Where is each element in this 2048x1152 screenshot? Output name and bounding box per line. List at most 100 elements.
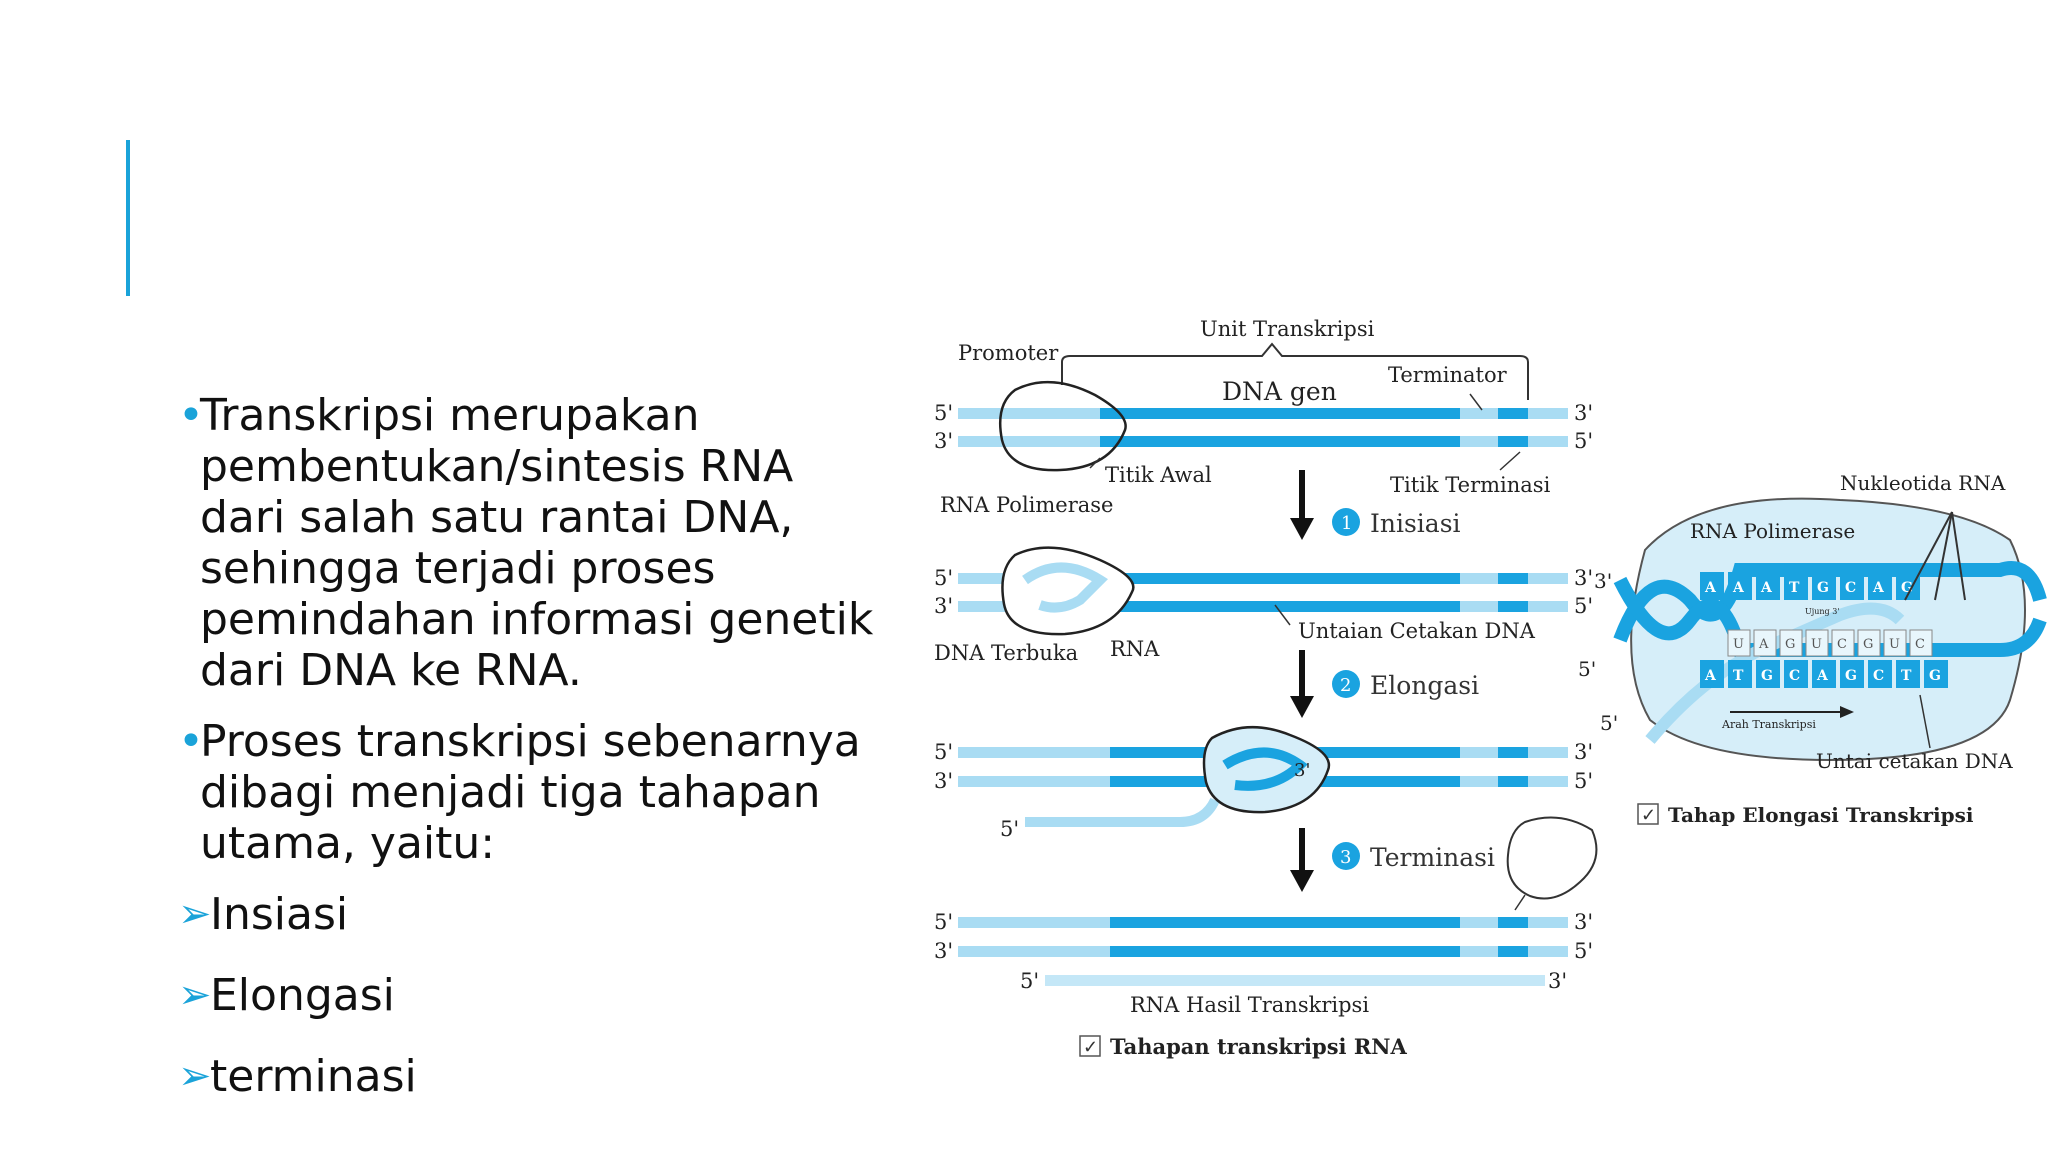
label-rna-hasil: RNA Hasil Transkripsi (1130, 993, 1369, 1017)
svg-text:C: C (1837, 637, 1847, 652)
label-5prime: 5' (934, 401, 953, 425)
step1-badge (1332, 508, 1360, 536)
svg-text:G: G (1761, 668, 1773, 684)
label-3prime: 3' (1574, 910, 1593, 934)
rna-bases: U A G U C G U C (1727, 629, 1933, 657)
svg-text:✓: ✓ (1641, 805, 1656, 826)
label-promoter: Promoter (958, 341, 1059, 365)
bullet-dot-icon: • (178, 716, 204, 767)
label-dna-terbuka: DNA Terbuka (934, 641, 1078, 665)
step1-number: 1 (1341, 513, 1352, 534)
bullet-proses: • Proses transkripsi sebenarnya dibagi m… (178, 716, 918, 869)
step3-badge (1332, 842, 1360, 870)
label-5prime-right: 5' (1600, 711, 1618, 735)
label-rna-polimerase: RNA Polimerase (940, 493, 1114, 517)
step3-number: 3 (1340, 847, 1351, 868)
svg-text:G: G (1785, 637, 1795, 652)
svg-text:U: U (1733, 637, 1744, 652)
svg-text:✓: ✓ (1083, 1037, 1098, 1058)
arrow-bullet-icon: ➢ (178, 1053, 212, 1099)
label-unit-transkripsi: Unit Transkripsi (1200, 317, 1375, 341)
label-5prime: 5' (1574, 594, 1593, 618)
svg-text:A: A (1732, 580, 1745, 596)
step2-badge (1332, 670, 1360, 698)
svg-text:T: T (1733, 668, 1744, 684)
final-dna (958, 917, 1568, 986)
label-elongasi: Elongasi (1370, 671, 1479, 700)
label-5prime: 5' (1574, 769, 1593, 793)
label-5prime: 5' (934, 910, 953, 934)
down-arrow-icon (1290, 828, 1314, 892)
label-3prime: 3' (1548, 969, 1567, 993)
elongation-detail-diagram: A A A T G C A G U A G U C G U C A T G C … (1578, 471, 2047, 827)
label-3prime: 3' (1294, 760, 1310, 781)
label-5prime: 5' (1000, 817, 1019, 841)
down-arrow-icon (1290, 650, 1314, 718)
label-rna-polimerase-right: RNA Polimerase (1690, 519, 1855, 543)
svg-text:A: A (1760, 580, 1773, 596)
caption-tahap-elongasi: Tahap Elongasi Transkripsi (1668, 803, 1974, 827)
label-ujung: Ujung 3' (1805, 607, 1839, 616)
checkbox-icon (1079, 1035, 1101, 1057)
svg-text:C: C (1845, 580, 1856, 596)
rna-polimerase-blob (998, 380, 1127, 472)
sub-item-terminasi: ➢ terminasi (178, 1051, 918, 1102)
svg-text:U: U (1811, 637, 1822, 652)
checkbox-icon (1637, 803, 1659, 825)
stage2-dna (958, 546, 1568, 636)
label-5prime: 5' (934, 566, 953, 590)
svg-text:A: A (1704, 668, 1717, 684)
label-3prime: 3' (1574, 401, 1593, 425)
svg-text:G: G (1863, 637, 1873, 652)
title-accent-bar (126, 140, 130, 296)
step2-number: 2 (1340, 675, 1351, 696)
label-arah: Arah Transkripsi (1721, 718, 1816, 731)
svg-text:C: C (1873, 668, 1884, 684)
top-strand-bases: A A A T G C A G (1700, 572, 1920, 600)
bullet-transkripsi: • Transkripsi merupakan pembentukan/sint… (178, 390, 918, 696)
stage3-dna (958, 726, 1568, 827)
label-3prime: 3' (934, 769, 953, 793)
svg-text:A: A (1816, 668, 1829, 684)
unit-bracket (1061, 342, 1529, 400)
bullet-text: Transkripsi merupakan pembentukan/sintes… (200, 390, 874, 696)
label-5prime: 5' (1574, 939, 1593, 963)
label-inisiasi: Inisiasi (1370, 509, 1461, 538)
svg-text:T: T (1901, 668, 1912, 684)
svg-text:A: A (1872, 580, 1885, 596)
rna-product (1045, 975, 1545, 986)
label-5prime: 5' (934, 740, 953, 764)
svg-text:C: C (1789, 668, 1800, 684)
label-5prime: 5' (1020, 969, 1039, 993)
svg-text:U: U (1889, 637, 1900, 652)
svg-text:C: C (1915, 637, 1925, 652)
svg-text:G: G (1929, 668, 1941, 684)
label-titik-awal: Titik Awal (1105, 463, 1212, 487)
label-3prime: 3' (934, 429, 953, 453)
label-3prime-right: 3' (1594, 569, 1612, 593)
label-terminator: Terminator (1388, 363, 1508, 387)
label-5prime: 5' (1574, 429, 1593, 453)
svg-text:G: G (1817, 580, 1829, 596)
label-rna: RNA (1110, 637, 1160, 661)
caption-tahapan: Tahapan transkripsi RNA (1110, 1034, 1407, 1059)
text-content: • Transkripsi merupakan pembentukan/sint… (178, 390, 918, 1102)
down-arrow-icon (1290, 470, 1314, 540)
sub-item-insiasi: ➢ Insiasi (178, 889, 918, 940)
stage1-dna (958, 380, 1568, 472)
released-polimerase (1506, 816, 1598, 900)
label-untaian-cetakan: Untaian Cetakan DNA (1298, 619, 1536, 643)
svg-text:T: T (1789, 580, 1800, 596)
label-dna-gen: DNA gen (1222, 377, 1337, 406)
label-titik-terminasi: Titik Terminasi (1390, 473, 1551, 497)
arrow-bullet-icon: ➢ (178, 891, 212, 937)
svg-text:G: G (1901, 580, 1913, 596)
label-3prime: 3' (934, 594, 953, 618)
bottom-strand-bases: A T G C A G C T G (1700, 660, 1948, 688)
label-5prime-right: 5' (1578, 657, 1596, 681)
svg-text:G: G (1845, 668, 1857, 684)
label-untai-cetakan: Untai cetakan DNA (1816, 749, 2013, 773)
label-terminasi: Terminasi (1370, 843, 1495, 872)
sub-item-text: Insiasi (210, 889, 349, 940)
